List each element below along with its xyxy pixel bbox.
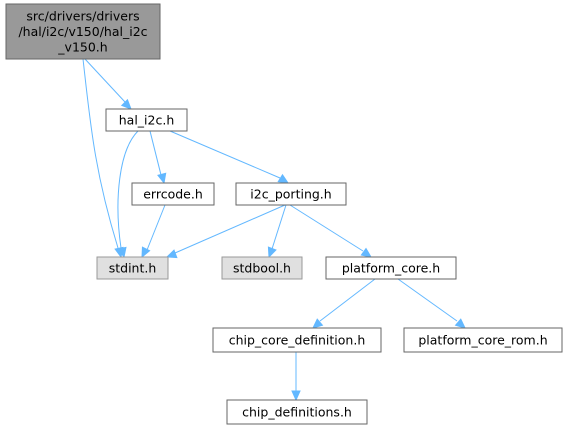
node-box bbox=[226, 399, 368, 425]
node-box bbox=[235, 182, 347, 206]
node-box bbox=[403, 327, 563, 353]
node-box bbox=[221, 256, 303, 280]
node-box bbox=[131, 182, 215, 206]
edge-i2c_porting-to-platform_core bbox=[289, 204, 373, 258]
node-platform-core-rom[interactable]: platform_core_rom.h bbox=[403, 327, 563, 353]
edge-i2c_porting-to-stdbool bbox=[267, 204, 287, 259]
node-label: stdint.h bbox=[109, 261, 157, 276]
node-label: chip_core_definition.h bbox=[229, 333, 366, 348]
edge-line bbox=[149, 130, 162, 176]
edge-arrowhead bbox=[312, 318, 324, 329]
edge-line bbox=[319, 278, 376, 322]
edge-errcode-to-stdint bbox=[141, 204, 166, 259]
node-i2c-porting[interactable]: i2c_porting.h bbox=[235, 182, 347, 206]
edge-line bbox=[289, 204, 364, 252]
node-hal-i2c[interactable]: hal_i2c.h bbox=[105, 108, 188, 132]
node-label: hal_i2c.h bbox=[119, 113, 175, 128]
edge-line bbox=[397, 278, 458, 322]
node-chip-definitions[interactable]: chip_definitions.h bbox=[226, 399, 368, 425]
node-label: platform_core.h bbox=[342, 261, 440, 276]
node-label: i2c_porting.h bbox=[250, 187, 331, 202]
edge-hal_i2c-to-errcode bbox=[149, 130, 167, 185]
node-chip-core-definition[interactable]: chip_core_definition.h bbox=[212, 327, 382, 353]
node-platform-core[interactable]: platform_core.h bbox=[325, 256, 457, 280]
edge-line bbox=[146, 204, 166, 251]
node-stdint: stdint.h bbox=[96, 256, 169, 280]
node-label: stdbool.h bbox=[233, 261, 291, 276]
edge-arrowhead bbox=[267, 246, 277, 259]
edge-hal_i2c-to-stdint bbox=[117, 130, 139, 259]
edge-line bbox=[84, 58, 126, 103]
edge-line bbox=[169, 130, 281, 179]
edge-arrowhead bbox=[165, 249, 178, 259]
edge-arrowhead bbox=[120, 98, 132, 110]
edge-arrowhead bbox=[141, 246, 151, 259]
edges-layer bbox=[82, 58, 466, 402]
node-label: /hal/i2c/v150/hal_i2c bbox=[18, 24, 147, 39]
node-label: errcode.h bbox=[143, 187, 203, 202]
node-box bbox=[96, 256, 169, 280]
node-box bbox=[105, 108, 188, 132]
node-errcode[interactable]: errcode.h bbox=[131, 182, 215, 206]
edge-line bbox=[117, 130, 139, 249]
node-label: platform_core_rom.h bbox=[418, 333, 547, 348]
node-label: chip_definitions.h bbox=[242, 405, 352, 420]
node-box bbox=[5, 3, 161, 60]
node-box bbox=[212, 327, 382, 353]
edge-platform_core-to-chip_core_definition bbox=[312, 278, 376, 329]
node-root[interactable]: src/drivers/drivers/hal/i2c/v150/hal_i2c… bbox=[5, 3, 161, 60]
node-label: src/drivers/drivers bbox=[26, 9, 139, 24]
node-stdbool: stdbool.h bbox=[221, 256, 303, 280]
edge-hal_i2c-to-i2c_porting bbox=[169, 130, 290, 184]
edge-arrowhead bbox=[157, 172, 167, 185]
edge-line bbox=[174, 204, 286, 254]
edge-arrowhead bbox=[117, 246, 127, 259]
node-box bbox=[325, 256, 457, 280]
edge-line bbox=[82, 58, 119, 249]
edge-root-to-hal_i2c bbox=[84, 58, 132, 110]
edge-i2c_porting-to-stdint bbox=[165, 204, 286, 259]
edge-chip_core_definition-to-chip_definitions bbox=[291, 352, 301, 402]
edge-arrowhead bbox=[291, 390, 301, 402]
edge-platform_core-to-platform_core_rom bbox=[397, 278, 466, 329]
edge-arrowhead bbox=[454, 318, 466, 329]
edge-arrowhead bbox=[360, 247, 373, 258]
edge-line bbox=[271, 204, 287, 250]
node-label: _v150.h bbox=[57, 40, 107, 55]
edge-root-to-stdint bbox=[82, 58, 124, 259]
edge-arrowhead bbox=[277, 173, 290, 184]
nodes-layer: src/drivers/drivers/hal/i2c/v150/hal_i2c… bbox=[5, 3, 563, 425]
